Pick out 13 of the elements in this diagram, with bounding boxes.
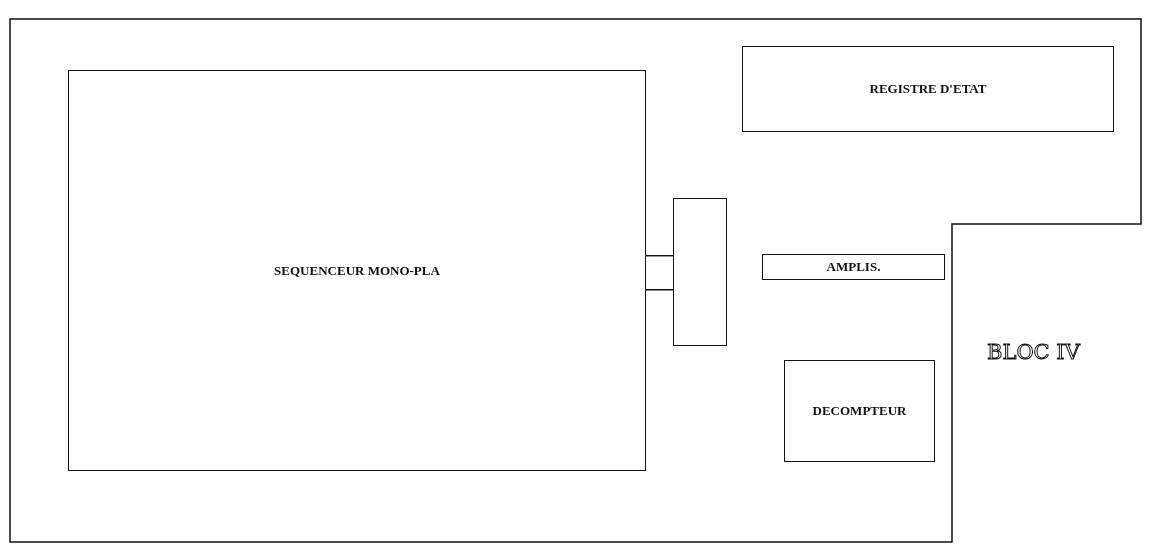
block-title: BLOC IV	[987, 340, 1080, 364]
connector-line	[645, 289, 674, 291]
block-label: SEQUENCEUR MONO-PLA	[274, 262, 440, 279]
block-label: REGISTRE D'ETAT	[869, 81, 987, 97]
connector-line	[645, 254, 674, 257]
block-box	[762, 254, 945, 280]
block-label: AMPLIS.	[826, 259, 881, 275]
block-label: DECOMPTEUR	[812, 403, 907, 419]
empty-box	[673, 198, 727, 346]
block-box	[784, 360, 935, 462]
block-box	[742, 46, 1114, 132]
block-outline	[9, 18, 1142, 543]
block-box	[68, 70, 646, 471]
